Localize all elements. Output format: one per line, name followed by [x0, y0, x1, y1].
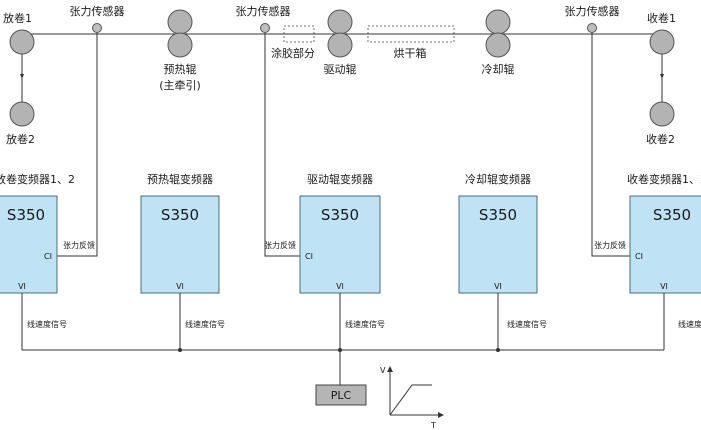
coating-section [283, 25, 315, 43]
drive-roll-drive-model: S350 [321, 206, 359, 224]
tension-sensor-middle-label: 张力传感器 [236, 5, 291, 18]
drive-roll-top [327, 9, 353, 35]
unwind-drive-vi: VI [18, 282, 26, 291]
drive-roll-drive-speed-signal: 线速度信号 [345, 319, 385, 329]
arrow-down-icon [20, 74, 24, 79]
drive-roll-drive-feedback: 张力反馈 [264, 240, 296, 250]
feedback-wire-middle [264, 33, 300, 257]
speed-signal-bus [21, 293, 665, 385]
unwind-drive-speed-signal: 线速度信号 [27, 319, 67, 329]
drive-roll-drive-vi: VI [336, 282, 344, 291]
junction-dot [178, 348, 182, 352]
junction-dot [338, 348, 342, 352]
cooling-label: 冷却辊 [482, 62, 515, 76]
tension-sensor-left: 张力传感器 [70, 5, 125, 33]
unwind-roll-2 [9, 101, 35, 127]
drive-roll-drive-title: 驱动辊变频器 [307, 172, 373, 186]
rewind-drive-ci: CI [635, 252, 643, 261]
rewind-drive: 收卷变频器1、2 S350 CI VI 张力反馈 线速度信号 [594, 172, 701, 329]
drive-label: 驱动辊 [324, 62, 357, 76]
plc-box: PLC [315, 384, 367, 406]
rewind-drive-speed-signal: 线速度信号 [678, 319, 701, 329]
tension-sensor-left-label: 张力传感器 [70, 5, 125, 18]
cooling-drive-model: S350 [479, 206, 517, 224]
preheat-drive-title: 预热辊变频器 [147, 172, 213, 186]
arrow-down-icon [660, 74, 664, 79]
tension-sensor-right: 张力传感器 [565, 5, 620, 33]
preheat-roll-bottom [167, 32, 193, 58]
plc-label: PLC [331, 389, 352, 402]
preheat-note: (主牵引) [159, 78, 201, 92]
unwind-drive-feedback: 张力反馈 [63, 240, 95, 250]
feedback-wire-left [57, 33, 98, 257]
oven-label: 烘干箱 [394, 46, 427, 60]
preheat-drive-vi: VI [176, 282, 184, 291]
rewind-drive-feedback: 张力反馈 [594, 240, 626, 250]
preheat-drive-model: S350 [161, 206, 199, 224]
curve-y-label: V [380, 366, 386, 375]
preheat-roll-top [167, 9, 193, 35]
tension-sensor-right-label: 张力传感器 [565, 5, 620, 18]
unwind2-label: 放卷2 [6, 132, 35, 146]
drive-roll-bottom [327, 32, 353, 58]
drive-roll-drive-ci: CI [305, 252, 313, 261]
rewind-roll-2 [649, 101, 675, 127]
unwind-drive-model: S350 [7, 206, 45, 224]
preheat-drive-speed-signal: 线速度信号 [185, 319, 225, 329]
rewind-drive-model: S350 [653, 206, 691, 224]
rewind-drive-title: 收卷变频器1、2 [627, 172, 701, 186]
unwind-drive-title: 放卷变频器1、2 [0, 172, 75, 186]
cooling-roll-bottom [485, 32, 511, 58]
oven-section [367, 25, 455, 43]
rewind1-label: 收卷1 [647, 11, 676, 25]
curve-x-label: T [430, 421, 436, 430]
junction-dot [496, 348, 500, 352]
cooling-drive-speed-signal: 线速度信号 [507, 319, 547, 329]
preheat-drive: 预热辊变频器 S350 VI 线速度信号 [140, 172, 225, 329]
cooling-drive: 冷却辊变频器 S350 VI 线速度信号 [458, 172, 547, 329]
rewind-drive-vi: VI [660, 282, 668, 291]
feedback-wire-right [591, 33, 630, 257]
tension-sensor-middle: 张力传感器 [236, 5, 291, 33]
rewind2-label: 收卷2 [646, 132, 675, 146]
preheat-label: 预热辊 [164, 62, 197, 76]
cooling-drive-title: 冷却辊变频器 [465, 172, 531, 186]
axis-arrow-up-icon [387, 366, 393, 372]
speed-curve: V T [380, 366, 444, 430]
rewind-roll-1 [649, 29, 675, 55]
unwind-drive: 放卷变频器1、2 S350 CI VI 张力反馈 线速度信号 [0, 172, 95, 329]
drive-roll-drive: 驱动辊变频器 S350 CI VI 张力反馈 线速度信号 [264, 172, 385, 329]
unwind1-label: 放卷1 [3, 11, 32, 25]
cooling-drive-vi: VI [494, 282, 502, 291]
axis-arrow-right-icon [438, 412, 444, 418]
coating-label: 涂胶部分 [271, 46, 315, 60]
unwind-roll-1 [9, 29, 35, 55]
unwind-drive-ci: CI [44, 252, 52, 261]
cooling-roll-top [485, 9, 511, 35]
